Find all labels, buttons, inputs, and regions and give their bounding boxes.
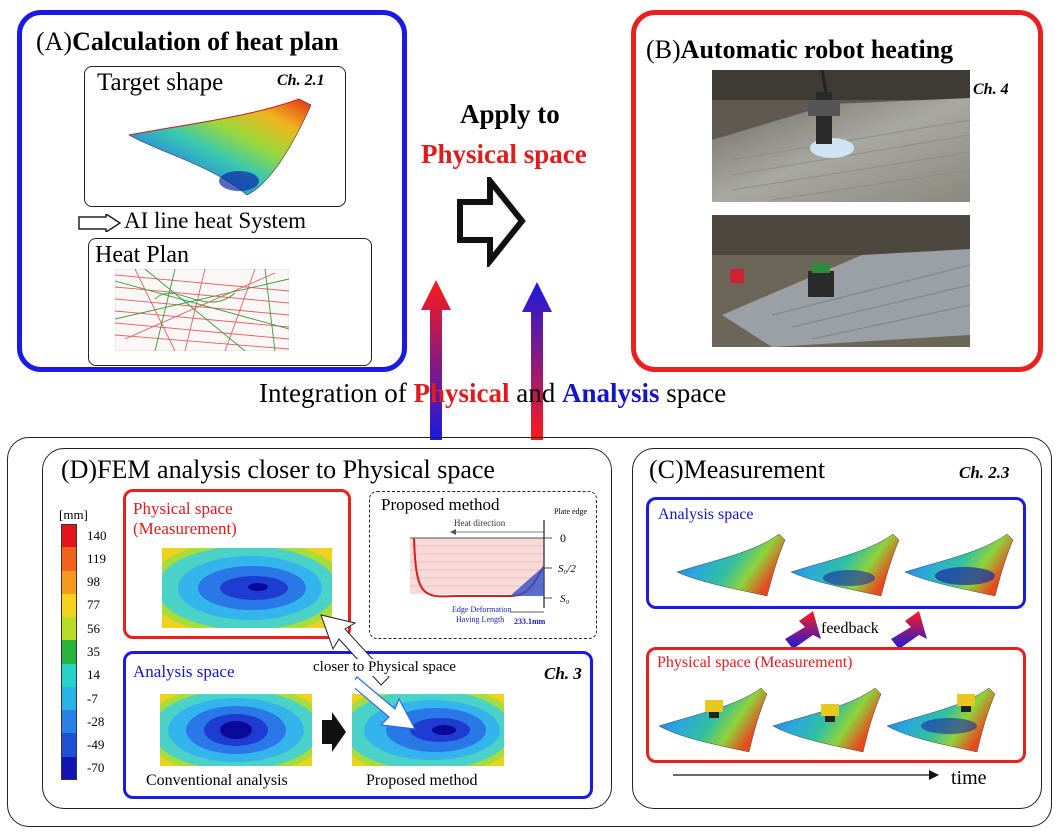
legend-value: -28 xyxy=(87,713,105,729)
proposed-method-title: Proposed method xyxy=(381,495,500,514)
analysis-surface-2 xyxy=(790,533,900,597)
physical-contour-image xyxy=(162,548,332,628)
bottom-frame xyxy=(7,437,1052,827)
panel-d-title: (D)FEM analysis closer to Physical space xyxy=(61,455,495,484)
legend-value: 77 xyxy=(87,597,100,613)
legend-swatch xyxy=(61,617,77,641)
panel-c-title: (C)Measurement xyxy=(649,455,826,484)
ai-system-label: AI line heat System xyxy=(124,208,307,233)
physical-space-label-line1: Physical space xyxy=(133,499,233,518)
analysis-space-label-d: Analysis space xyxy=(133,662,235,681)
target-shape-label: Target shape xyxy=(97,69,224,96)
black-arrow-icon xyxy=(322,712,346,752)
conventional-contour-image xyxy=(160,694,312,766)
robot-photo-bottom xyxy=(712,215,970,347)
physical-surface-1 xyxy=(658,687,768,753)
analysis-space-box-c: Analysis space xyxy=(646,497,1026,609)
panel-b: (B)Automatic robot heating Ch. 4 xyxy=(631,10,1043,372)
panel-b-chapter: Ch. 4 xyxy=(973,81,1009,98)
conventional-label: Conventional analysis xyxy=(146,772,288,789)
legend-value: 119 xyxy=(87,550,107,566)
upward-arrow-right xyxy=(522,282,552,440)
panel-a-chapter: Ch. 2.1 xyxy=(277,72,325,89)
feedback-arrow-right xyxy=(891,611,927,649)
heat-direction-label: Heat direction xyxy=(454,518,506,528)
physical-surface-3 xyxy=(886,687,996,753)
physical-space-box-c: Physical space (Measurement) xyxy=(646,647,1026,763)
robot-photo-top xyxy=(712,70,970,202)
panel-c-chapter: Ch. 2.3 xyxy=(959,463,1010,482)
apply-arrow-icon xyxy=(457,177,526,267)
y-zero-label: 0 xyxy=(560,531,566,545)
heat-plan-label: Heat Plan xyxy=(95,242,189,268)
plate-edge-label: Plate edge xyxy=(554,507,588,516)
integration-caption: Integration of Physical and Analysis spa… xyxy=(259,378,727,408)
legend-value: 56 xyxy=(87,620,100,636)
physical-space-label-line2: (Measurement) xyxy=(133,519,237,538)
panel-d: (D)FEM analysis closer to Physical space… xyxy=(42,448,612,809)
legend-value: -70 xyxy=(87,760,105,776)
heat-plan-box: Heat Plan xyxy=(88,238,372,366)
heat-plan-image xyxy=(115,269,289,351)
legend-value: -7 xyxy=(87,690,98,706)
legend-unit: [mm] xyxy=(59,507,88,522)
legend-swatch xyxy=(61,570,77,595)
proposed-method-box: Proposed method Plate edge Heat directio… xyxy=(369,491,597,639)
edge-deformation-label-line2: Having Length xyxy=(456,615,504,624)
feedback-label: feedback xyxy=(821,620,879,637)
closer-label: closer to Physical space xyxy=(311,659,458,676)
analysis-space-label-c: Analysis space xyxy=(658,506,754,523)
legend-value: 98 xyxy=(87,574,100,590)
proposed-label: Proposed method xyxy=(366,772,478,789)
time-label: time xyxy=(951,767,987,789)
physical-surface-2 xyxy=(772,687,882,753)
legend-swatch xyxy=(61,547,77,572)
legend-swatch xyxy=(61,756,77,781)
time-arrow-icon xyxy=(673,770,939,780)
legend-swatch xyxy=(61,593,77,618)
panel-a-title: (A)Calculation of heat plan xyxy=(36,27,339,56)
legend-swatch xyxy=(61,686,77,711)
y-s0-label: S₀ xyxy=(560,593,570,605)
legend-swatch xyxy=(61,640,77,665)
analysis-surface-3 xyxy=(904,533,1014,597)
y-half-label: S₀/2 xyxy=(558,563,576,575)
color-legend: 140 119 98 77 56 35 14 -7 -28 -49 -70 xyxy=(61,524,121,781)
physical-space-box: Physical space (Measurement) xyxy=(123,489,351,639)
hollow-arrow-icon xyxy=(78,214,122,232)
legend-swatch xyxy=(61,663,77,688)
closer-arrow-down-icon xyxy=(355,676,417,730)
legend-value: 140 xyxy=(87,527,107,543)
length-value: 233.1mm xyxy=(514,617,546,626)
upward-arrow-left xyxy=(421,280,451,440)
legend-value: 35 xyxy=(87,644,100,659)
legend-swatch xyxy=(61,524,77,548)
edge-deformation-chart: Plate edge Heat direction 0 S₀/2 S₀ Edge… xyxy=(410,507,588,626)
legend-swatch xyxy=(61,733,77,758)
edge-deformation-label-line1: Edge Deformation xyxy=(452,605,511,614)
legend-value: 14 xyxy=(87,667,100,683)
legend-value: -49 xyxy=(87,737,105,753)
legend-frame xyxy=(61,524,77,780)
target-shape-image xyxy=(128,98,312,196)
physical-space-label-c: Physical space (Measurement) xyxy=(657,654,853,671)
panel-c: (C)Measurement Ch. 2.3 Analysis space fe… xyxy=(632,448,1042,809)
panel-d-chapter: Ch. 3 xyxy=(544,664,582,683)
legend-swatch xyxy=(61,710,77,734)
apply-line1: Apply to xyxy=(460,99,560,129)
target-shape-box: Target shape Ch. 2.1 xyxy=(84,66,346,207)
apply-line2: Physical space xyxy=(421,139,587,169)
analysis-surface-1 xyxy=(676,533,786,597)
panel-b-title: (B)Automatic robot heating xyxy=(646,35,954,64)
panel-a: (A)Calculation of heat plan Target shape… xyxy=(17,10,407,372)
feedback-arrow-left xyxy=(785,611,821,649)
